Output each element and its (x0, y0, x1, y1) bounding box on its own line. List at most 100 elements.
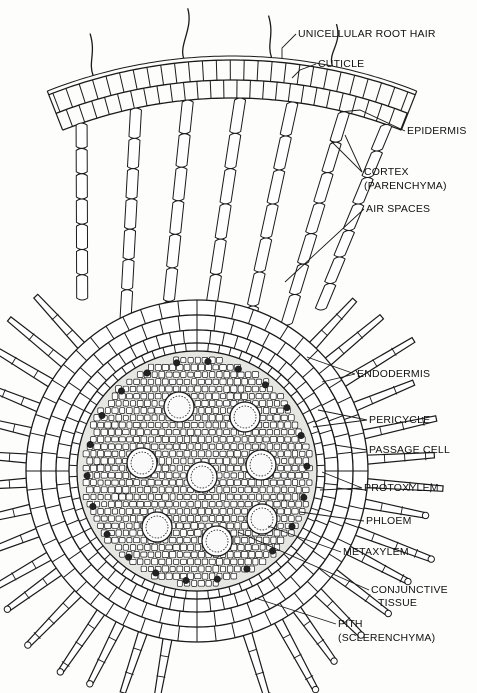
parenchyma-cell (152, 544, 158, 551)
parenchyma-cell (170, 422, 175, 427)
parenchyma-cell (281, 415, 287, 420)
parenchyma-cell (112, 480, 118, 485)
parenchyma-cell (209, 400, 215, 406)
parenchyma-cell (278, 437, 284, 443)
cortex-parenchyma-cell (343, 204, 363, 231)
cortex-parenchyma-cell (371, 124, 391, 151)
parenchyma-cell (173, 473, 179, 478)
parenchyma-cell (227, 566, 233, 572)
parenchyma-cell (123, 444, 129, 450)
parenchyma-cell (195, 401, 201, 407)
parenchyma-cell (224, 501, 229, 507)
epidermal-cell-wall (147, 67, 150, 87)
parenchyma-cell (98, 523, 104, 528)
parenchyma-cell (206, 436, 211, 442)
cortex-parenchyma-cell (314, 173, 333, 203)
parenchyma-cell (213, 365, 219, 370)
parenchyma-cell (159, 371, 165, 378)
epidermal-cell-wall (66, 88, 73, 107)
parenchyma-cell (238, 516, 244, 521)
epidermal-cell-wall (324, 69, 328, 89)
parenchyma-cell (98, 480, 103, 485)
label-air-spaces: AIR SPACES (366, 203, 430, 215)
cortex-strand (0, 450, 28, 463)
parenchyma-cell (155, 365, 161, 371)
parenchyma-cell (277, 494, 283, 500)
parenchyma-cell (184, 538, 190, 543)
parenchyma-cell (216, 559, 222, 566)
parenchyma-cell (174, 458, 179, 463)
parenchyma-cell (278, 523, 283, 528)
parenchyma-cell (141, 394, 147, 400)
parenchyma-cell (170, 509, 176, 514)
parenchyma-cell (195, 544, 200, 551)
parenchyma-cell (227, 465, 233, 471)
parenchyma-cell (285, 437, 291, 442)
parenchyma-cell (159, 501, 165, 507)
parenchyma-cell (231, 429, 236, 435)
parenchyma-cell (238, 444, 243, 449)
parenchyma-cell (169, 538, 176, 543)
parenchyma-cell (282, 501, 287, 508)
parenchyma-cell (278, 394, 284, 399)
parenchyma-cell (235, 523, 240, 529)
parenchyma-cell (94, 458, 100, 465)
parenchyma-cell (155, 437, 161, 443)
parenchyma-cell (217, 372, 222, 378)
parenchyma-cell (188, 429, 194, 435)
cortex-parenchyma-cell (267, 170, 285, 204)
cortex-cell-wall (105, 97, 110, 114)
parenchyma-cell (101, 516, 107, 521)
parenchyma-cell (238, 559, 244, 565)
parenchyma-cell (166, 430, 171, 435)
parenchyma-cell (227, 393, 233, 400)
epidermal-cell-wall (284, 63, 286, 83)
protoxylem-strand (144, 370, 150, 376)
cortex-parenchyma-cell (76, 224, 87, 249)
parenchyma-cell (112, 537, 118, 543)
parenchyma-cell (148, 393, 153, 399)
cortex-parenchyma-cell (77, 275, 88, 300)
parenchyma-cell (289, 458, 294, 464)
cortex-parenchyma-cell (334, 230, 354, 257)
parenchyma-cell (177, 422, 182, 428)
parenchyma-cell (181, 487, 187, 493)
parenchyma-cell (245, 544, 251, 550)
parenchyma-cell (162, 364, 169, 370)
parenchyma-cell (238, 386, 244, 392)
parenchyma-cell (249, 379, 255, 385)
parenchyma-cell (148, 408, 154, 413)
parenchyma-cell (162, 465, 169, 471)
cortex-parenchyma-cell (225, 133, 241, 168)
cortex-strand (0, 412, 33, 437)
cortex-parenchyma-cell (220, 169, 236, 204)
parenchyma-cell (231, 501, 237, 507)
epidermal-cell-wall (79, 84, 85, 103)
parenchyma-cell (307, 480, 312, 485)
parenchyma-cell (173, 530, 179, 536)
cortex-strand (120, 631, 147, 693)
parenchyma-cell (152, 559, 158, 565)
cortex-parenchyma-cell (167, 234, 181, 268)
parenchyma-cell (198, 495, 205, 500)
parenchyma-cell (231, 516, 237, 522)
parenchyma-cell (227, 523, 233, 529)
parenchyma-cell (148, 494, 153, 500)
parenchyma-cell (137, 401, 143, 407)
parenchyma-cell (184, 523, 190, 528)
parenchyma-cell (177, 509, 183, 514)
parenchyma-cell (213, 408, 219, 414)
parenchyma-cell (173, 386, 179, 392)
leader-line (285, 209, 364, 282)
parenchyma-cell (134, 551, 139, 557)
parenchyma-cell (195, 429, 201, 435)
parenchyma-cell (112, 393, 118, 400)
parenchyma-cell (192, 451, 197, 457)
cortex-strand (152, 638, 172, 693)
parenchyma-cell (224, 415, 229, 420)
parenchyma-cell (137, 429, 144, 436)
parenchyma-cell (231, 386, 237, 393)
epidermal-cell-wall (93, 80, 99, 99)
parenchyma-cell (174, 559, 179, 564)
parenchyma-cell (130, 429, 135, 435)
